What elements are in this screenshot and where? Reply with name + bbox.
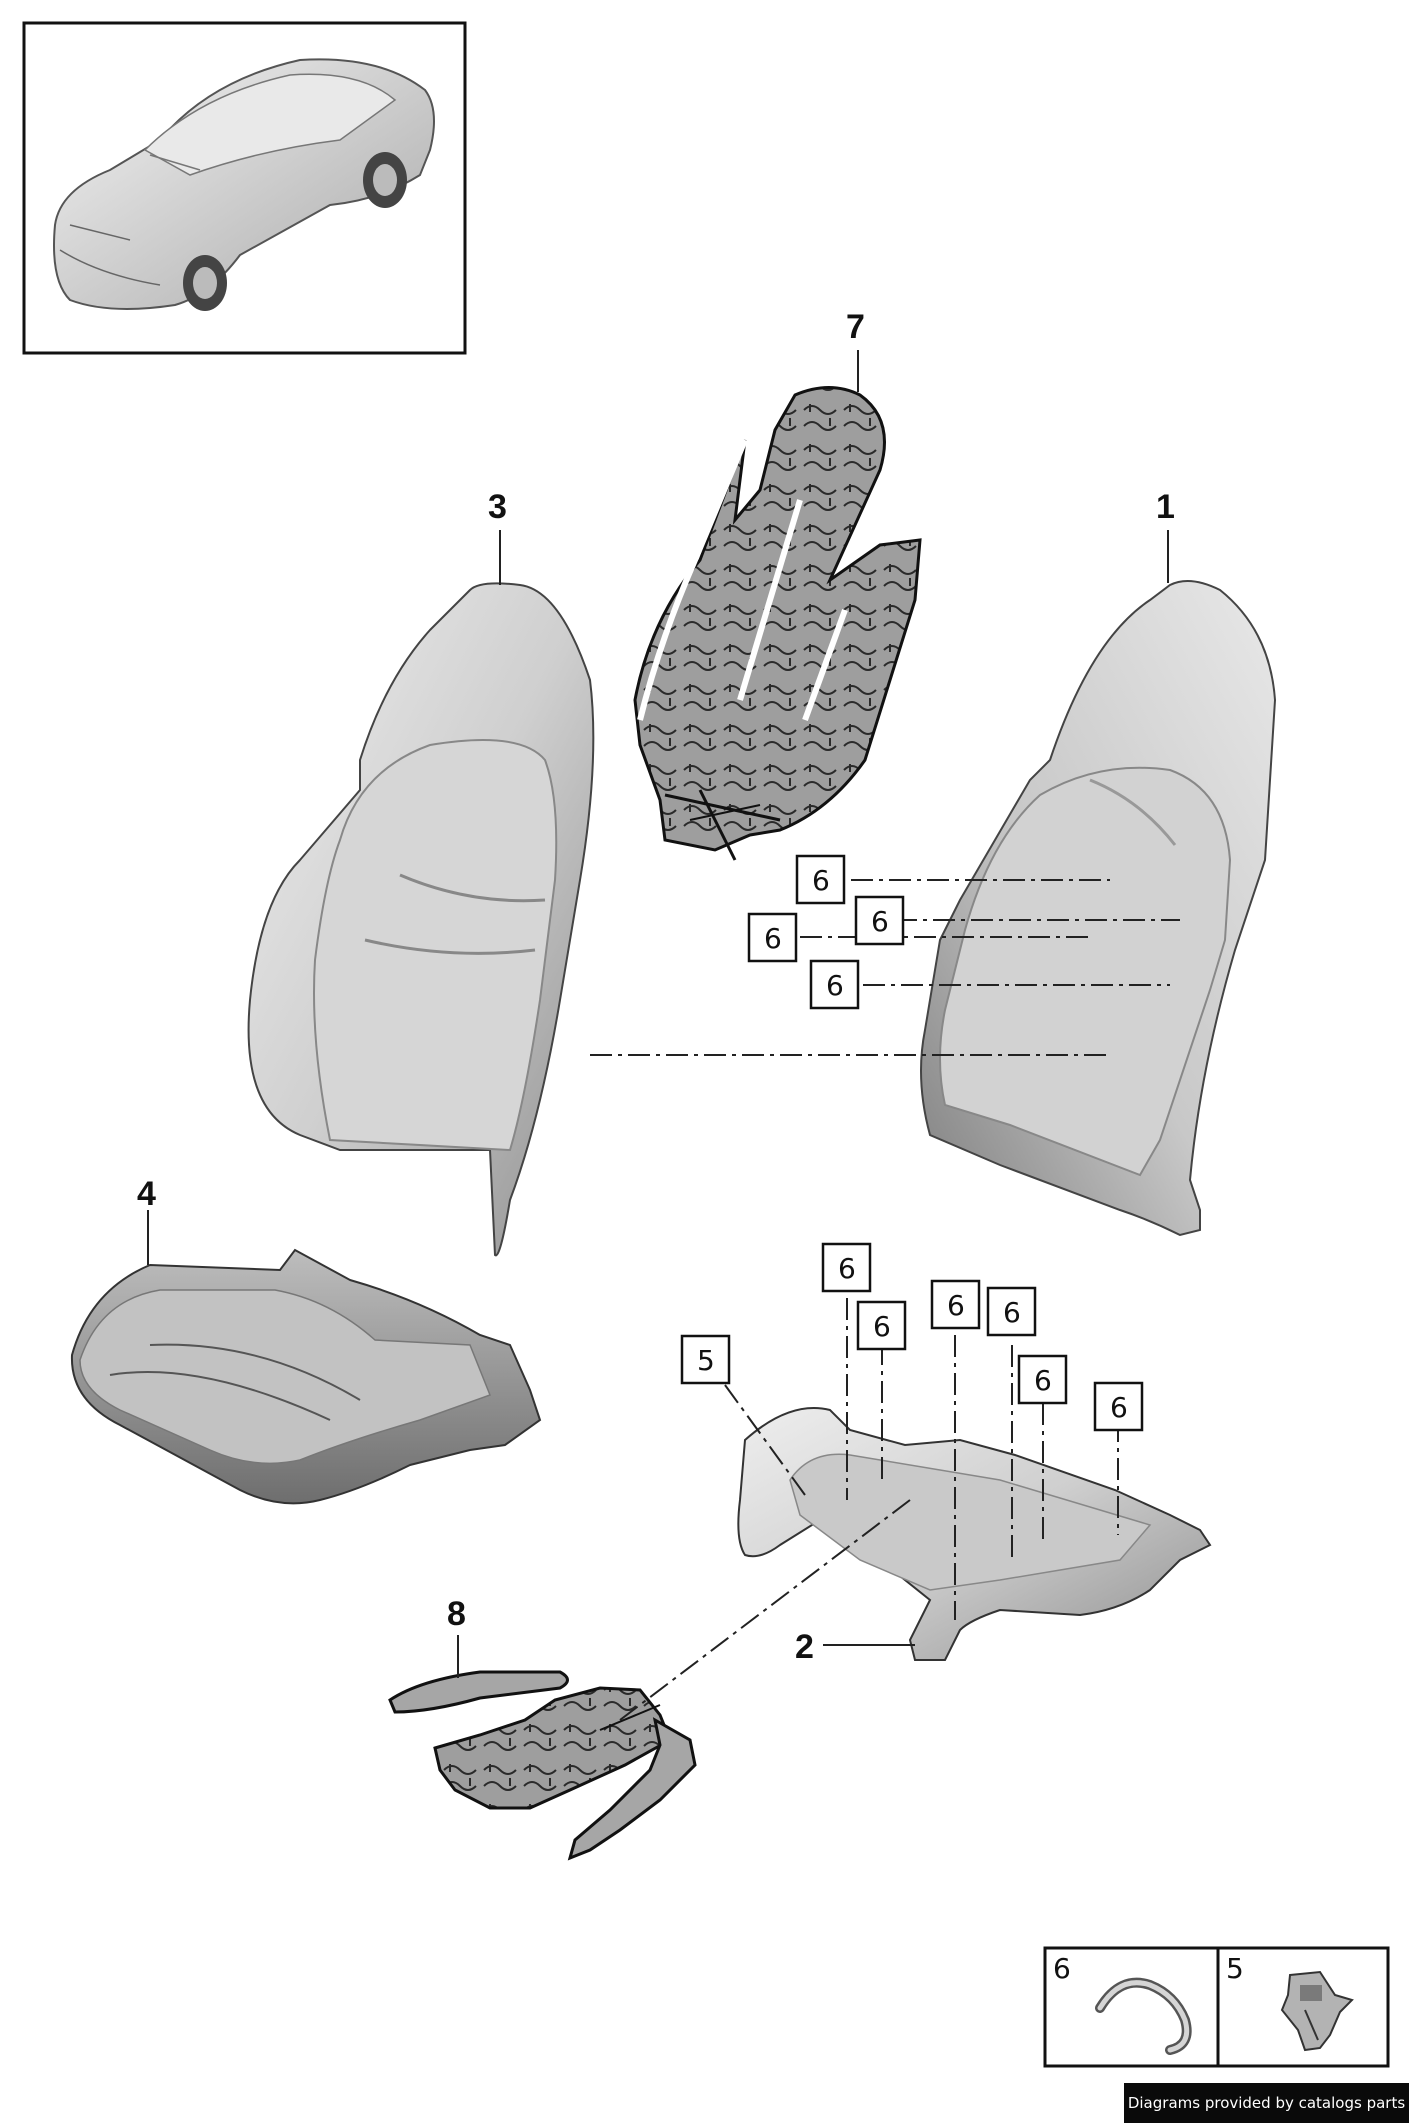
svg-text:6: 6 — [1110, 1391, 1128, 1424]
part-2-seat-base-foam — [737, 1407, 1212, 1661]
box-callout-6: 6 — [821, 1242, 872, 1293]
box-callout-6: 6 — [856, 1300, 907, 1351]
car-overview-frame — [22, 21, 467, 355]
svg-text:6: 6 — [873, 1310, 891, 1343]
legend-box: 6 5 — [1043, 1946, 1390, 2068]
callout-labels: 7 3 1 4 8 2 — [137, 308, 1175, 1666]
car-overview-image — [53, 58, 435, 311]
leader-lines — [147, 350, 1180, 1721]
part-3-backrest-foam — [247, 582, 595, 1257]
credit-banner: Diagrams provided by catalogs parts — [1124, 2083, 1409, 2123]
box-callout-6: 6 — [809, 959, 860, 1010]
svg-text:6: 6 — [812, 864, 830, 897]
callout-7: 7 — [846, 308, 865, 346]
box-callout-6: 6 — [1017, 1354, 1068, 1405]
boxed-callouts: 6 6 6 6 6 6 6 6 — [680, 854, 1144, 1432]
box-callout-6: 6 — [1093, 1381, 1144, 1432]
svg-text:6: 6 — [826, 969, 844, 1002]
callout-8: 8 — [447, 1595, 466, 1633]
svg-text:6: 6 — [871, 905, 889, 938]
box-callout-6: 6 — [795, 854, 846, 905]
box-callout-6: 6 — [930, 1279, 981, 1330]
svg-text:5: 5 — [697, 1344, 715, 1377]
legend-label-6: 6 — [1053, 1952, 1071, 1985]
callout-2: 2 — [795, 1628, 814, 1666]
svg-text:6: 6 — [1034, 1364, 1052, 1397]
clip-hook-icon — [1095, 1977, 1192, 2055]
callout-3: 3 — [488, 488, 507, 526]
box-callout-6: 6 — [986, 1286, 1037, 1337]
part-7-heater-mat-backrest — [633, 386, 922, 861]
svg-text:6: 6 — [838, 1252, 856, 1285]
part-4-seat-cushion — [70, 1248, 542, 1505]
part-1-backrest-foam — [920, 580, 1277, 1237]
svg-text:6: 6 — [764, 922, 782, 955]
callout-4: 4 — [137, 1175, 156, 1213]
callout-1: 1 — [1156, 488, 1175, 526]
clip-fastener-icon — [1280, 1970, 1354, 2052]
legend-label-5: 5 — [1226, 1952, 1244, 1985]
part-8-heater-mat-cushion — [388, 1670, 697, 1861]
svg-text:6: 6 — [1003, 1296, 1021, 1329]
box-callout-6: 6 — [854, 895, 905, 946]
box-callout-6: 6 — [747, 912, 798, 963]
box-callout-5: 5 — [680, 1334, 731, 1385]
svg-text:6: 6 — [947, 1289, 965, 1322]
